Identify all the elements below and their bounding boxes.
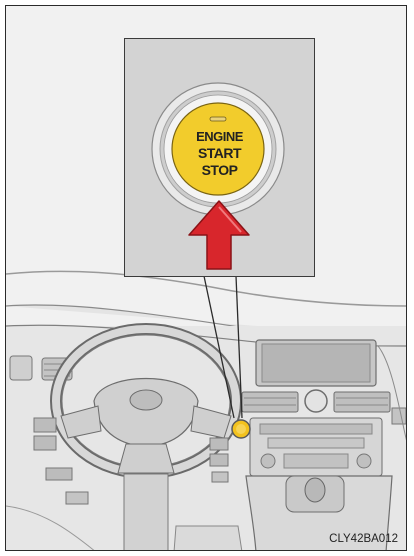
- engine-button-closeup: ENGINE START STOP: [124, 38, 315, 277]
- button-label-start: START: [125, 145, 314, 161]
- red-up-arrow-icon: [187, 199, 251, 271]
- start-button-location-icon: [230, 418, 252, 440]
- illustration-frame: ENGINE START STOP CLY42BA012: [5, 5, 407, 551]
- figure-code: CLY42BA012: [329, 533, 398, 545]
- button-label-engine: ENGINE: [125, 129, 314, 144]
- button-label-stop: STOP: [125, 162, 314, 178]
